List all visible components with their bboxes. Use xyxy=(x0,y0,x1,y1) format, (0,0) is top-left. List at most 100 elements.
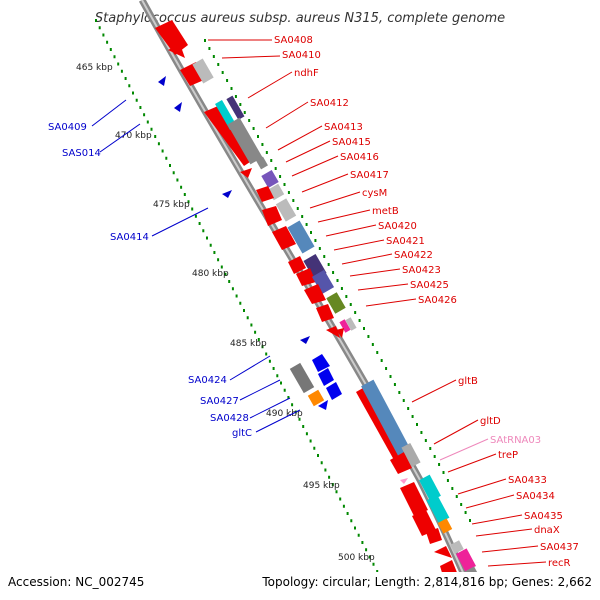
label-gltB: gltB xyxy=(458,376,478,387)
tick-dot xyxy=(305,432,308,436)
gene-sa0413 xyxy=(240,168,252,178)
tick-dot xyxy=(157,142,160,146)
leader-line xyxy=(487,561,547,567)
bar-sa0425 xyxy=(326,292,346,314)
forward-gene-labels: SA0408 SA0410 ndhF SA0412 SA0413 SA0415 … xyxy=(274,35,579,569)
tick-dot xyxy=(287,396,290,399)
label-sa0415: SA0415 xyxy=(332,137,371,148)
tick-dot xyxy=(246,316,249,320)
track-dot xyxy=(279,175,282,178)
tick-490: 490 kbp xyxy=(266,409,303,419)
track-dot xyxy=(354,311,357,314)
tick-465: 465 kbp xyxy=(76,63,113,73)
gene-sa0414 xyxy=(222,190,232,198)
bar-sa0434 xyxy=(426,494,450,524)
tick-dot-track xyxy=(95,19,389,595)
tick-dot xyxy=(317,454,319,457)
track-dot xyxy=(217,63,220,66)
track-dot xyxy=(367,335,370,338)
track-dot xyxy=(464,511,467,514)
leader-line xyxy=(471,514,523,525)
tick-dot xyxy=(357,533,360,537)
gene-sa0427 xyxy=(312,354,330,372)
label-cysM: cysM xyxy=(362,188,387,199)
track-dot xyxy=(239,103,242,106)
bar-sa0422 xyxy=(311,269,335,295)
leader-line xyxy=(291,155,339,177)
summary-text: Topology: circular; Length: 2,814,816 bp… xyxy=(261,575,592,589)
gene-satrna03 xyxy=(400,478,408,484)
label-sa0428: SA0428 xyxy=(210,413,249,424)
bar-dnaX xyxy=(450,540,464,554)
gene-sa0409 xyxy=(158,76,166,86)
label-sa0412: SA0412 xyxy=(310,98,349,109)
bar-sa0415 xyxy=(256,156,268,170)
gene-sas014 xyxy=(174,102,182,112)
track-dot xyxy=(301,215,304,218)
gene-sa0424 xyxy=(300,336,310,344)
label-sa0427: SA0427 xyxy=(200,396,239,407)
tick-dot xyxy=(324,468,327,472)
track-dot xyxy=(358,319,361,322)
tick-dot xyxy=(328,475,331,479)
track-dot xyxy=(393,383,396,386)
track-dot xyxy=(243,111,246,114)
bar-sa0437 xyxy=(456,548,476,572)
label-sa0433: SA0433 xyxy=(508,475,547,486)
track-dot xyxy=(230,87,233,90)
tick-dot xyxy=(376,570,379,572)
feature-track xyxy=(155,20,481,572)
leader-line xyxy=(239,379,281,401)
gene-sa0408b xyxy=(168,44,185,58)
track-dot xyxy=(261,143,264,146)
track-dot xyxy=(287,191,290,194)
bar-sa0413 xyxy=(227,117,263,165)
track-dot xyxy=(416,423,418,426)
track-dot xyxy=(460,503,463,506)
leader-line xyxy=(411,379,457,403)
leader-line xyxy=(439,438,489,461)
label-sa0409: SA0409 xyxy=(48,122,87,133)
track-dot xyxy=(455,495,458,498)
tick-dot xyxy=(113,55,116,59)
track-dot xyxy=(226,79,229,82)
bar-gltC xyxy=(307,389,325,407)
tick-dot xyxy=(268,359,271,363)
backbone-inner xyxy=(141,0,464,572)
leader-line xyxy=(325,224,377,237)
tick-dot xyxy=(180,185,183,189)
tick-dot xyxy=(176,178,179,182)
track-dot xyxy=(433,455,436,458)
leader-line xyxy=(301,173,349,193)
leader-line xyxy=(309,191,361,209)
track-dot xyxy=(310,231,312,234)
bar-sa0426a xyxy=(339,319,351,333)
bar-sa0433 xyxy=(419,474,441,502)
tick-dot xyxy=(342,504,345,508)
tick-dot xyxy=(183,193,186,196)
label-sa0420: SA0420 xyxy=(378,221,417,232)
tick-495: 495 kbp xyxy=(303,481,340,491)
track-dot xyxy=(336,279,339,282)
track-dot xyxy=(446,479,449,482)
tick-dot xyxy=(239,301,242,305)
map-area: 465 kbp 470 kbp 475 kbp 480 kbp 485 kbp … xyxy=(48,0,579,595)
tick-dot xyxy=(257,338,260,341)
leader-line xyxy=(357,283,409,291)
leader-line xyxy=(99,123,141,153)
track-dot xyxy=(376,351,379,354)
gene-sa0435 xyxy=(426,528,442,544)
tick-485: 485 kbp xyxy=(230,339,267,349)
label-sa0408: SA0408 xyxy=(274,35,313,46)
tick-dot xyxy=(387,592,389,595)
map-title: Staphylococcus aureus subsp. aureus N315… xyxy=(95,11,505,26)
track-dot xyxy=(380,359,383,362)
tick-dot xyxy=(213,251,216,254)
tick-dot xyxy=(368,555,371,559)
gene-sa0421 xyxy=(288,256,306,274)
track-dot xyxy=(442,471,445,474)
tick-dot xyxy=(280,381,282,385)
label-ndhF: ndhF xyxy=(294,68,319,79)
tick-dot xyxy=(220,265,223,269)
